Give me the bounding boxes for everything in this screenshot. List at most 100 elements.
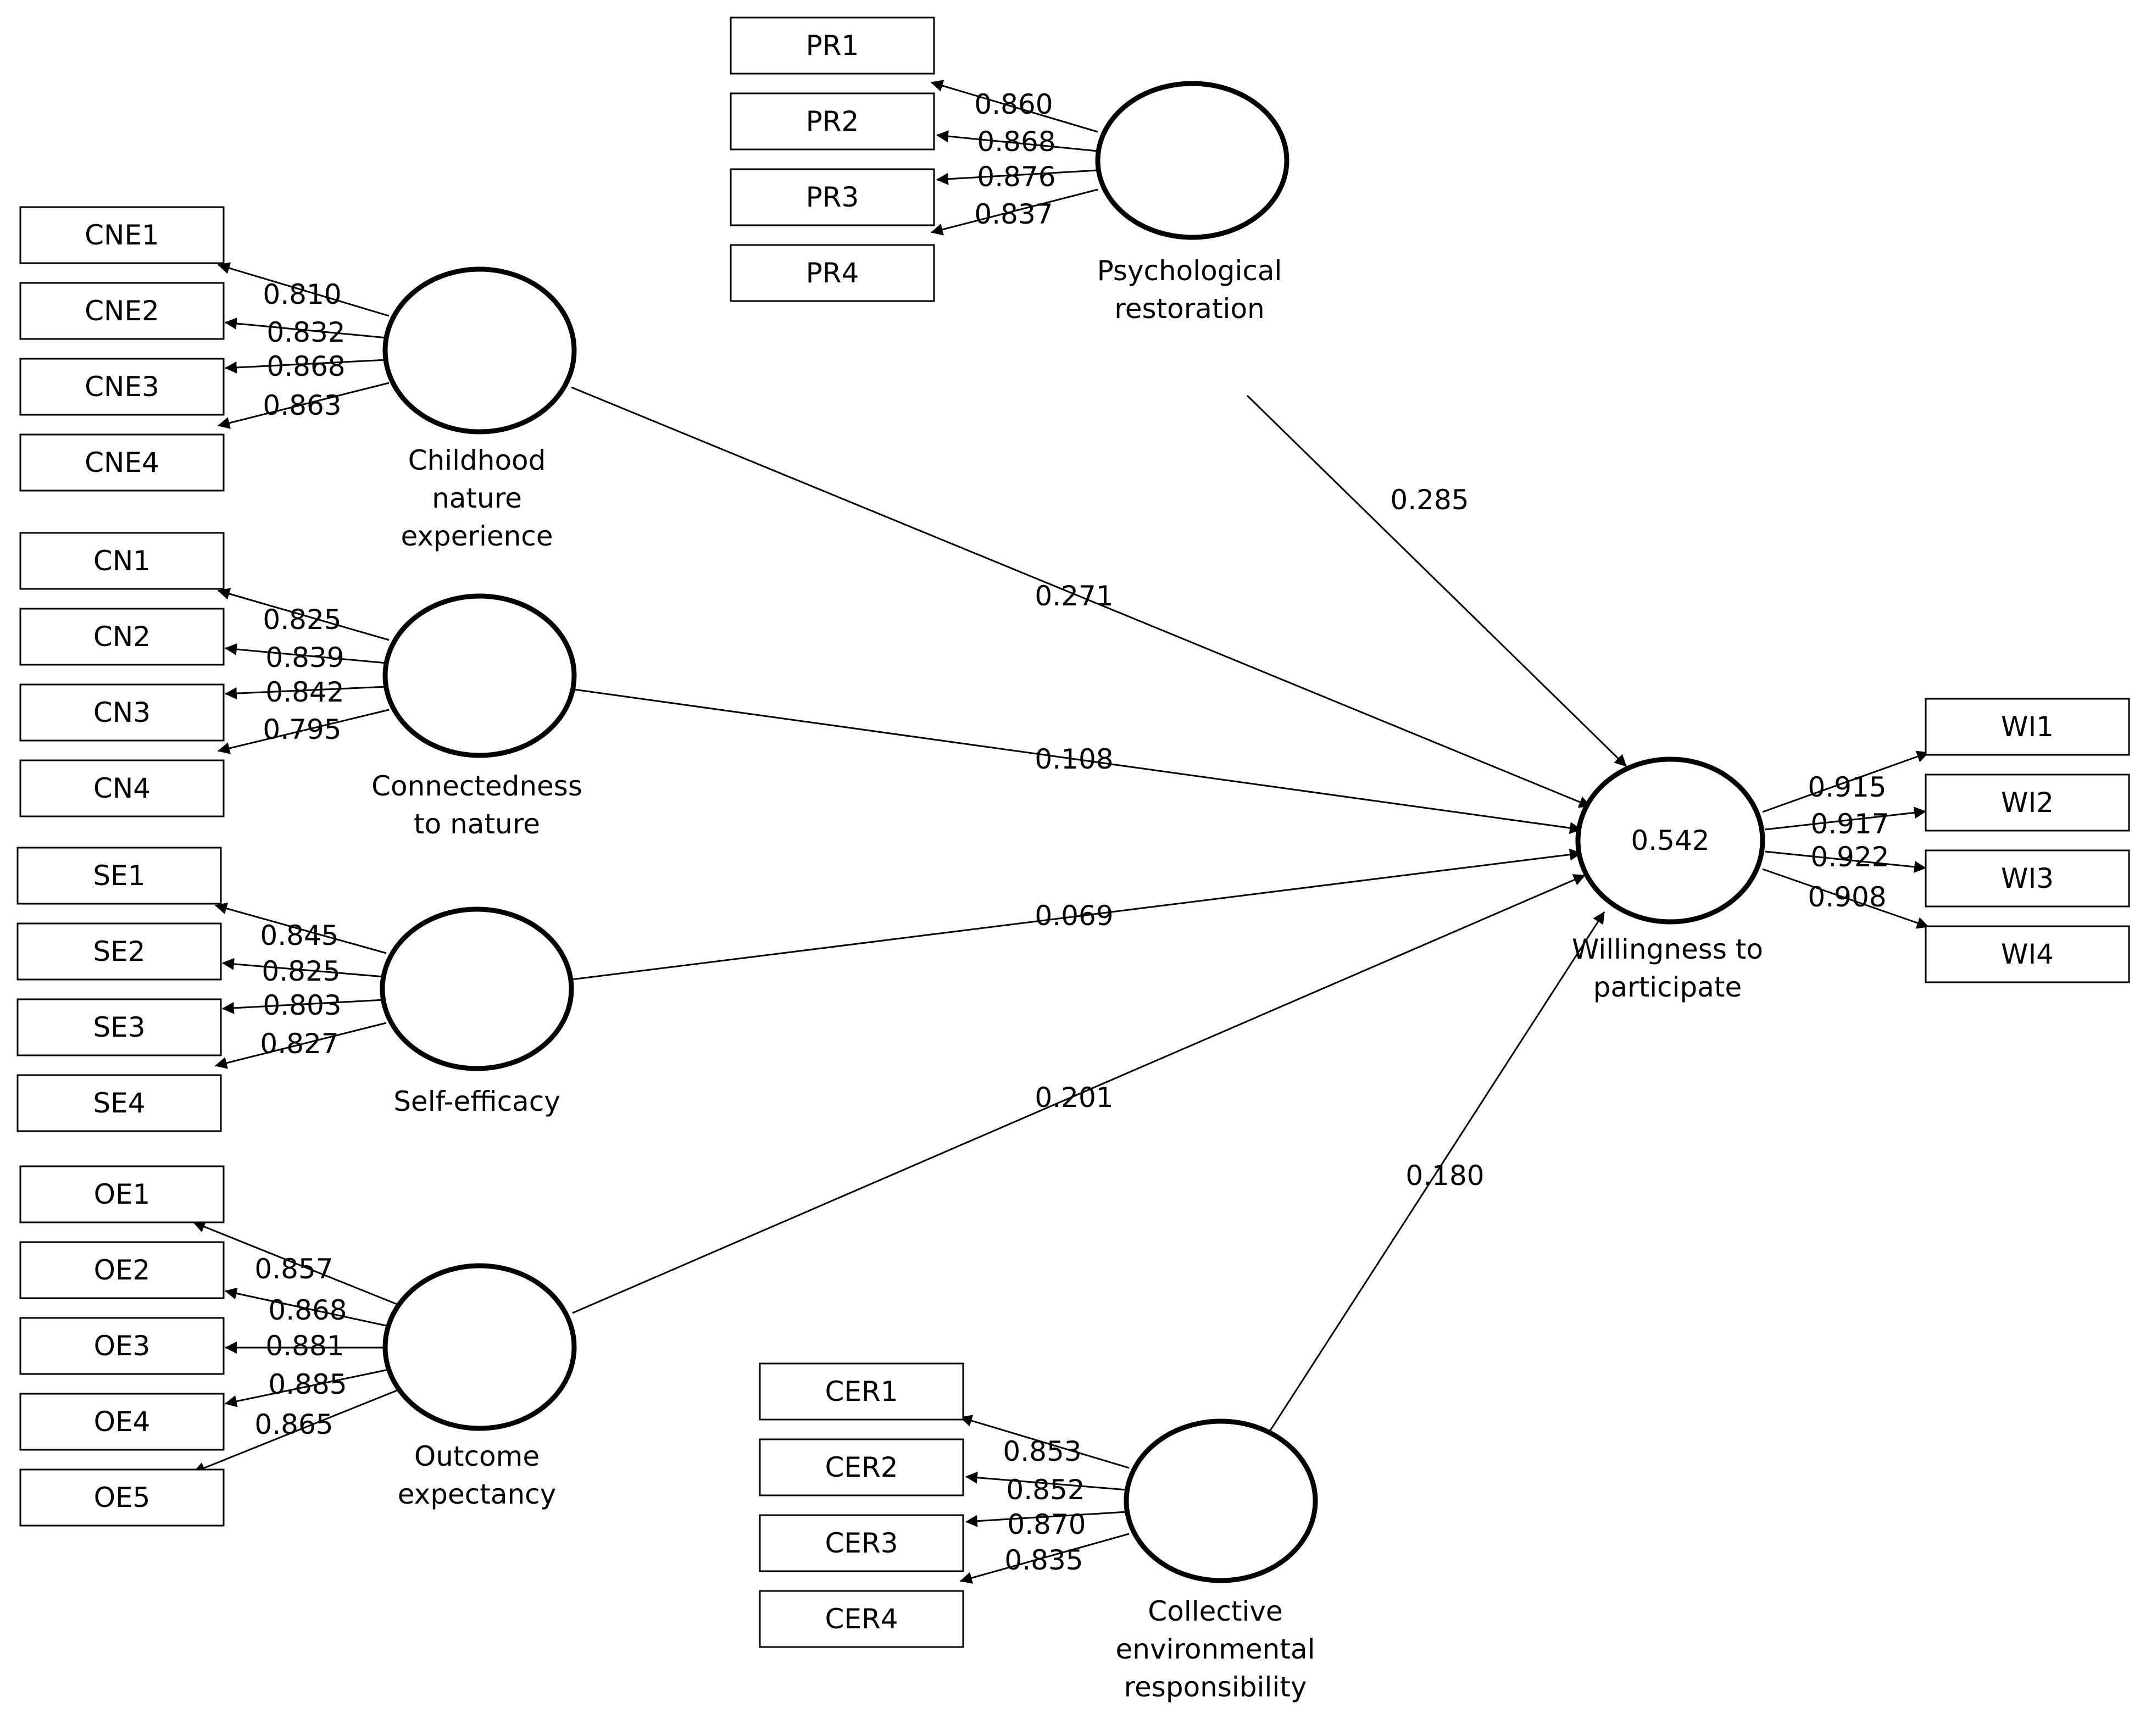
indicator-box-cn1 [19,532,225,590]
construct-label-cer-line-1: Collective [1148,1595,1282,1627]
loading-arrow-pr2 [936,130,1098,152]
indicator-box-cne3 [19,358,225,416]
path-coefficient-pr: 0.285 [1390,484,1469,516]
indicator-box-cne2 [19,282,225,340]
loading-arrow-se1 [214,903,387,954]
indicator-label-cn4: CN4 [93,772,151,804]
loading-arrow-cer1 [959,1415,1130,1469]
indicator-label-wi2: WI2 [2001,787,2054,819]
indicator-box-cer2 [759,1438,964,1496]
indicator-label-pr2: PR2 [806,105,859,137]
indicator-label-cn2: CN2 [93,621,151,653]
latent-construct-cer [1124,1418,1318,1583]
loading-value-cn1: 0.825 [263,604,341,636]
construct-label-pr-line-2: restoration [1114,293,1264,325]
latent-construct-oe [382,1263,577,1431]
loading-value-cer3: 0.870 [1007,1509,1086,1540]
indicator-label-oe1: OE1 [94,1178,151,1210]
construct-label-cne-line-2: nature [432,482,522,514]
loading-value-pr4: 0.837 [974,198,1053,230]
indicator-label-cn3: CN3 [93,697,151,728]
indicator-label-wi3: WI3 [2001,863,2054,894]
latent-construct-wi [1575,756,1765,925]
loading-value-wi3: 0.922 [1810,841,1889,873]
path-arrow-cn-to-wi [574,688,1582,834]
loading-arrow-cer4 [959,1533,1130,1584]
loading-value-se2: 0.825 [262,955,340,987]
indicator-label-cne4: CNE4 [85,447,159,478]
loading-value-cne3: 0.868 [266,350,345,382]
latent-construct-se [380,906,574,1071]
loading-value-pr3: 0.876 [977,161,1055,193]
loading-arrow-se3 [221,999,385,1014]
loading-arrow-cne3 [224,359,387,374]
construct-label-wi-line-2: participate [1593,971,1742,1003]
indicator-box-se1 [16,847,222,905]
path-arrow-cne-to-wi [571,386,1592,808]
indicator-box-oe5 [19,1468,225,1527]
loading-value-cn2: 0.839 [265,642,344,674]
loading-arrow-pr4 [930,188,1098,236]
path-coefficient-cne: 0.271 [1035,580,1113,612]
loading-value-cn4: 0.795 [263,714,341,745]
construct-label-cer-line-3: responsibility [1124,1671,1307,1703]
loading-value-cer2: 0.852 [1006,1474,1085,1506]
loading-value-cne1: 0.810 [263,279,341,310]
construct-label-cn-line-1: Connectedness [371,770,582,802]
indicator-box-pr1 [730,16,935,75]
loading-arrow-se2 [221,958,385,978]
path-coefficient-cn: 0.108 [1035,743,1113,775]
loading-arrow-oe4 [224,1368,392,1407]
construct-label-pr-line-1: Psychological [1097,255,1282,287]
path-arrow-pr-to-wi [1246,394,1627,767]
construct-label-se-line-1: Self-efficacy [393,1086,560,1117]
indicator-label-cn1: CN1 [93,545,151,577]
loading-value-cer4: 0.835 [1004,1544,1083,1576]
loading-value-se4: 0.827 [260,1028,338,1060]
indicator-box-pr4 [730,244,935,302]
loading-value-oe3: 0.881 [265,1330,344,1362]
loading-arrow-se4 [214,1022,387,1069]
loading-arrow-cer3 [965,1511,1127,1527]
indicator-label-cne3: CNE3 [85,371,159,403]
loading-arrow-wi2 [1764,806,1927,831]
indicator-box-se2 [16,922,222,981]
loading-value-wi4: 0.908 [1808,881,1886,913]
loading-value-wi2: 0.917 [1810,808,1889,840]
loading-value-cne2: 0.832 [266,316,345,348]
path-coefficient-cer: 0.180 [1405,1160,1484,1192]
loading-value-se1: 0.845 [260,920,338,952]
indicator-label-oe3: OE3 [94,1330,151,1362]
indicator-label-se3: SE3 [93,1011,145,1043]
loading-value-wi1: 0.915 [1808,771,1886,803]
indicator-box-cer4 [759,1590,964,1648]
r-squared-wi: 0.542 [1631,825,1709,856]
indicator-box-pr2 [730,92,935,151]
indicator-box-wi3 [1925,849,2130,908]
loading-arrow-cer2 [965,1471,1127,1491]
indicator-box-wi4 [1925,925,2130,983]
indicator-box-oe1 [19,1165,225,1223]
indicator-box-oe3 [19,1317,225,1375]
loading-arrow-cn3 [224,686,387,700]
construct-label-cne-line-1: Childhood [408,444,546,476]
loading-value-oe4: 0.885 [268,1368,347,1400]
indicator-label-pr3: PR3 [806,181,859,213]
loading-arrow-pr1 [930,80,1098,133]
indicator-label-cer1: CER1 [825,1376,898,1407]
indicator-box-cn4 [19,759,225,817]
indicator-box-se4 [16,1074,222,1132]
indicator-label-cer2: CER2 [825,1451,898,1483]
loading-arrow-cn4 [217,709,390,754]
loading-arrow-oe5 [192,1389,399,1474]
indicator-box-wi2 [1925,774,2130,832]
loading-value-oe1: 0.857 [254,1253,333,1285]
loading-value-oe2: 0.868 [268,1294,347,1326]
loading-arrow-cn2 [224,643,387,664]
indicator-label-cer4: CER4 [825,1603,898,1635]
indicator-box-cer1 [759,1362,964,1421]
loading-arrow-cne4 [217,382,390,429]
indicator-box-cn2 [19,608,225,666]
indicator-box-oe2 [19,1241,225,1299]
